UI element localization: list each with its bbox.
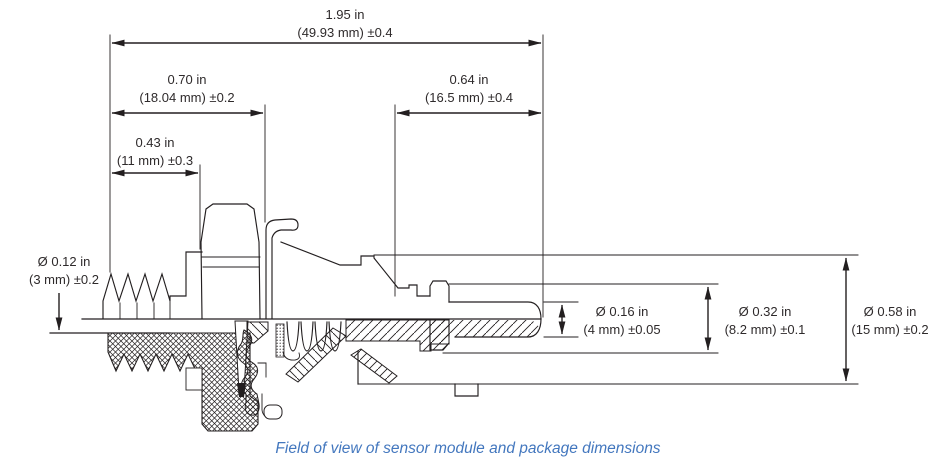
- dim-sleeve-diameter-in: Ø 0.32 in: [738, 304, 792, 319]
- dim-orifice-diameter-label: Ø 0.12 in (3 mm) ±0.2: [29, 253, 99, 289]
- dim-tip-length-in: 0.64 in: [449, 72, 489, 87]
- dim-overall-length-in: 1.95 in: [325, 7, 365, 22]
- spring: [282, 321, 342, 361]
- probe-tube: [448, 301, 542, 338]
- hex-nut: [200, 203, 261, 319]
- dim-body-diameter-mm: (15 mm) ±0.2: [851, 322, 929, 337]
- dim-probe-diameter-label: Ø 0.16 in (4 mm) ±0.05: [583, 303, 660, 339]
- dim-orifice-diameter-in: Ø 0.12 in: [37, 254, 91, 269]
- dim-body-length-label: 0.70 in (18.04 mm) ±0.2: [139, 71, 234, 107]
- dim-orifice-diameter-mm: (3 mm) ±0.2: [29, 272, 99, 287]
- guide-and-element: [246, 321, 285, 358]
- thread-profile: [102, 251, 203, 319]
- dim-tip-length-mm: (16.5 mm) ±0.4: [424, 90, 514, 105]
- dim-body-diameter-in: Ø 0.58 in: [863, 304, 917, 319]
- dim-probe-diameter-in: Ø 0.16 in: [595, 304, 649, 319]
- threaded-base-block: [107, 332, 259, 432]
- dim-thread-length-in: 0.43 in: [135, 135, 175, 150]
- extension-lines: [109, 34, 859, 385]
- body-cone: [280, 241, 431, 297]
- dim-thread-length-label: 0.43 in (11 mm) ±0.3: [117, 134, 193, 170]
- dim-sleeve-diameter-label: Ø 0.32 in (8.2 mm) ±0.1: [725, 303, 806, 339]
- dim-body-length-mm: (18.04 mm) ±0.2: [139, 90, 235, 105]
- dim-overall-length-mm: (49.93 mm) ±0.4: [297, 25, 393, 40]
- cup-details: [257, 362, 283, 420]
- figure-caption: Field of view of sensor module and packa…: [275, 440, 661, 457]
- dim-tip-length-label: 0.64 in (16.5 mm) ±0.4: [425, 71, 513, 107]
- dim-sleeve-diameter-mm: (8.2 mm) ±0.1: [724, 322, 806, 337]
- lower-housing-hatched: [285, 319, 479, 397]
- retaining-clip: [265, 218, 299, 319]
- dim-probe-diameter-mm: (4 mm) ±0.05: [583, 322, 661, 337]
- seal: [236, 329, 260, 416]
- dim-body-length-in: 0.70 in: [167, 72, 207, 87]
- dim-overall-length-label: 1.95 in (49.93 mm) ±0.4: [297, 6, 392, 42]
- dim-thread-length-mm: (11 mm) ±0.3: [116, 153, 194, 168]
- dim-body-diameter-label: Ø 0.58 in (15 mm) ±0.2: [851, 303, 928, 339]
